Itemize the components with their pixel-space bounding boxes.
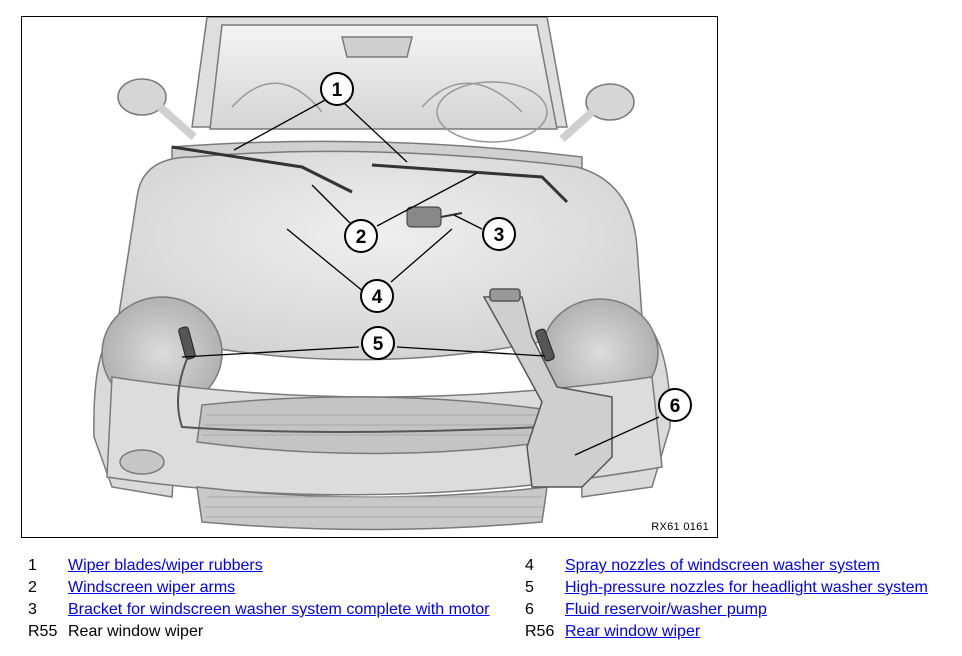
callout-4: 4 <box>360 279 394 313</box>
legend-number: 1 <box>28 557 37 574</box>
callout-2: 2 <box>344 219 378 253</box>
legend-number: R55 <box>28 623 58 640</box>
legend-link-headlight-nozzles[interactable]: High-pressure nozzles for headlight wash… <box>565 579 928 596</box>
headlight-nozzles <box>178 326 555 362</box>
legend-link-wiper-blades[interactable]: Wiper blades/wiper rubbers <box>68 557 263 574</box>
svg-text:4: 4 <box>372 287 383 308</box>
grille-mesh <box>202 414 546 518</box>
legend-link-washer-bracket[interactable]: Bracket for windscreen washer system com… <box>68 601 490 618</box>
legend-number: 4 <box>525 557 534 574</box>
leader-lines <box>181 98 660 456</box>
legend-number: 6 <box>525 601 534 618</box>
legend-number: R56 <box>525 623 555 640</box>
svg-text:1: 1 <box>332 80 343 101</box>
legend-number: 2 <box>28 579 37 596</box>
car-front-illustration: 1 2 3 4 5 6 <box>93 17 692 531</box>
legend-link-wiper-arms[interactable]: Windscreen wiper arms <box>68 579 236 596</box>
legend-link-fluid-reservoir[interactable]: Fluid reservoir/washer pump <box>565 601 767 618</box>
diagram-figure: 1 2 3 4 5 6 RX61 0161 <box>21 16 718 538</box>
svg-text:6: 6 <box>670 396 681 417</box>
callouts: 1 2 3 4 5 6 <box>320 72 692 422</box>
callout-3: 3 <box>482 217 516 251</box>
callout-1: 1 <box>320 72 354 106</box>
legend-number: 3 <box>28 601 37 618</box>
legend-number: 5 <box>525 579 534 596</box>
washer-bracket <box>406 206 463 228</box>
svg-text:3: 3 <box>494 225 505 246</box>
legend-text-rear-wiper: Rear window wiper <box>68 623 204 640</box>
fluid-reservoir <box>482 288 613 488</box>
svg-text:5: 5 <box>373 334 384 355</box>
figure-code: RX61 0161 <box>651 521 709 533</box>
wiper-blades <box>171 145 569 204</box>
legend-link-rear-wiper[interactable]: Rear window wiper <box>565 623 701 640</box>
legend-link-spray-nozzles[interactable]: Spray nozzles of windscreen washer syste… <box>565 557 880 574</box>
callout-6: 6 <box>658 388 692 422</box>
callout-5: 5 <box>361 326 395 360</box>
svg-text:2: 2 <box>356 227 367 248</box>
